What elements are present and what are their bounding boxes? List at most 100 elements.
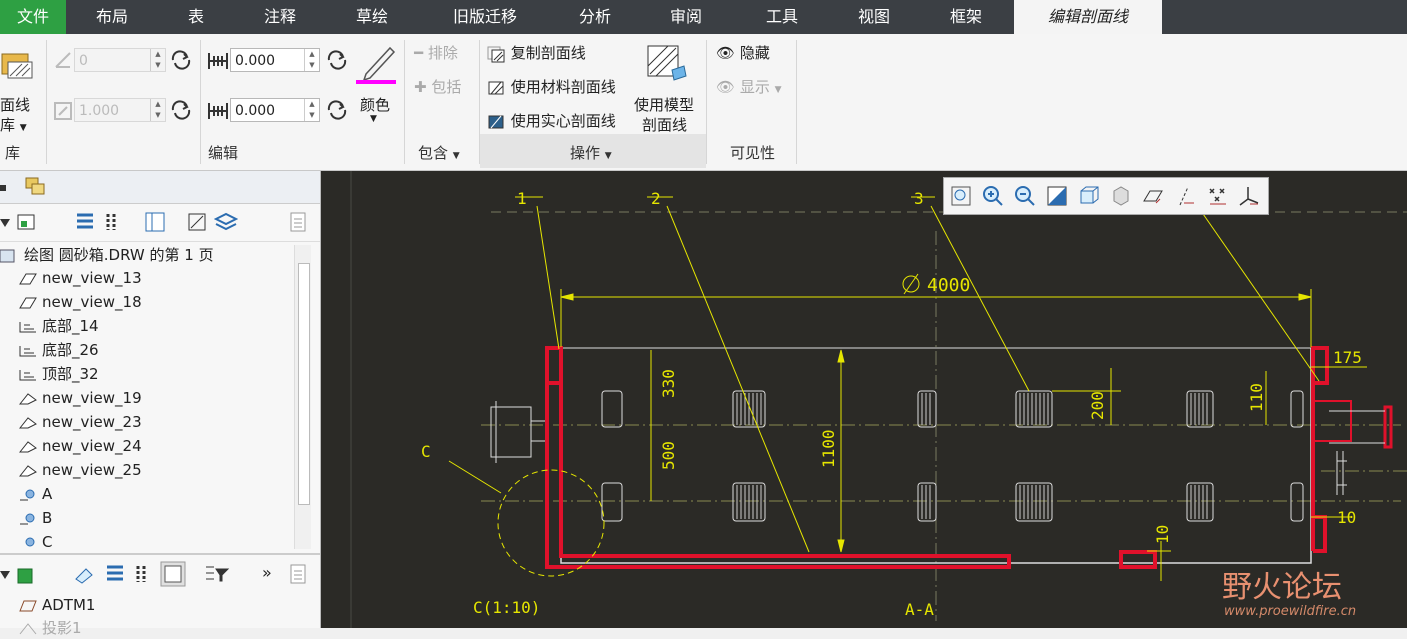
cube-icon[interactable]: [16, 565, 36, 585]
separator: [706, 40, 707, 164]
zoom-out-icon[interactable]: [1014, 185, 1036, 207]
column-icon[interactable]: [134, 563, 150, 585]
list-icon[interactable]: [74, 211, 96, 233]
tab-annotate[interactable]: 注释: [263, 7, 296, 26]
hatch-tool-icon[interactable]: [186, 211, 208, 233]
filter-icon[interactable]: [204, 563, 230, 585]
tree-item[interactable]: B: [18, 507, 52, 529]
splitter[interactable]: [0, 553, 320, 555]
eraser-icon[interactable]: [72, 565, 96, 585]
datum-axis-display-icon[interactable]: [1174, 185, 1196, 207]
settings-doc-icon[interactable]: [288, 211, 308, 233]
show-tree-icon[interactable]: [16, 213, 38, 233]
tab-view[interactable]: 视图: [857, 7, 890, 26]
detail-icon: [18, 392, 37, 404]
tab-table[interactable]: 表: [187, 7, 204, 26]
tree-root[interactable]: 绘图 圆砂箱.DRW 的第 1 页: [0, 244, 214, 266]
csys-display-icon[interactable]: [1238, 185, 1260, 207]
tab-analysis[interactable]: 分析: [578, 7, 611, 26]
detail-scale: C(1:10): [473, 598, 540, 617]
tab-layout[interactable]: 布局: [95, 7, 128, 26]
scale-input[interactable]: 1.000▲▼: [74, 98, 166, 122]
tree-item[interactable]: 底部_26: [18, 339, 99, 361]
use-material-hatching-button[interactable]: 使用材料剖面线: [486, 76, 616, 97]
layer-properties-icon[interactable]: [160, 561, 186, 587]
drawing-canvas[interactable]: 1 2 3 4000 175 330 500 1100 200 110 10 1…: [321, 171, 1407, 628]
spacing-input-2[interactable]: 0.000▲▼: [230, 98, 320, 122]
group-label-visibility: 可见性: [730, 144, 776, 162]
xsec-icon: [20, 513, 35, 524]
tree-list: new_view_13 new_view_18 底部_14 底部_26 顶部_3…: [0, 267, 296, 547]
tree-item[interactable]: A: [18, 483, 52, 505]
use-solid-hatching-button[interactable]: 使用实心剖面线: [486, 110, 616, 131]
tree-item[interactable]: C: [18, 531, 52, 547]
column-icon[interactable]: [104, 211, 120, 233]
rotate-icon[interactable]: [326, 50, 348, 70]
angle-input[interactable]: 0▲▼: [74, 48, 166, 72]
spacing-input-1[interactable]: 0.000▲▼: [230, 48, 320, 72]
tree-item[interactable]: new_view_23: [18, 411, 142, 433]
angle-icon: [55, 52, 71, 68]
hide-button[interactable]: 👁 隐藏: [716, 44, 770, 62]
zoom-in-icon[interactable]: [982, 185, 1004, 207]
tab-file[interactable]: 文件: [0, 0, 66, 34]
rotate-icon[interactable]: [326, 100, 348, 120]
layer-item[interactable]: 投影1: [18, 617, 82, 639]
repaint-icon[interactable]: [1046, 185, 1068, 207]
more-icon[interactable]: »: [262, 563, 272, 582]
group-label-operations[interactable]: 操作 ▼: [570, 144, 612, 162]
tree-tab-icon[interactable]: [0, 177, 14, 197]
tree-item[interactable]: new_view_19: [18, 387, 142, 409]
layer-item[interactable]: ADTM1: [18, 594, 95, 616]
hatch-library-button[interactable]: 面线 库 ▼: [0, 38, 42, 134]
scrollbar-thumb[interactable]: [298, 263, 310, 505]
dim-diameter: 4000: [927, 275, 970, 296]
separator: [796, 40, 797, 164]
include-button[interactable]: ✚ 包括: [414, 78, 462, 96]
exclude-button[interactable]: ━ 排除: [414, 44, 458, 62]
show-button[interactable]: 👁 显示 ▼: [716, 78, 782, 96]
tab-review[interactable]: 审阅: [669, 7, 702, 26]
model-tree-panel: 绘图 圆砂箱.DRW 的第 1 页 new_view_13 new_view_1…: [0, 171, 321, 637]
tab-edit-hatching[interactable]: 编辑剖面线: [1014, 0, 1162, 34]
tree-item[interactable]: 底部_14: [18, 315, 99, 337]
tree-item[interactable]: new_view_25: [18, 459, 142, 481]
zoom-fit-icon[interactable]: [950, 185, 972, 207]
tree-scrollbar[interactable]: [294, 245, 311, 549]
settings-doc-icon[interactable]: [288, 563, 308, 585]
detail-icon: [18, 464, 37, 476]
datum-plane-display-icon[interactable]: [1142, 185, 1164, 207]
tab-frame[interactable]: 框架: [949, 7, 982, 26]
color-label: 颜色: [360, 96, 391, 114]
copy-hatching-button[interactable]: 复制剖面线: [486, 42, 586, 63]
layers-tab-icon[interactable]: [24, 176, 50, 198]
list-icon[interactable]: [104, 563, 126, 585]
group-label-include[interactable]: 包含 ▼: [418, 144, 460, 162]
tree-item[interactable]: new_view_13: [18, 267, 142, 289]
layer-stack-icon[interactable]: [214, 211, 238, 233]
tab-sketch[interactable]: 草绘: [355, 7, 388, 26]
detail-icon: [18, 416, 37, 428]
use-model-hatching-button[interactable]: 使用模型 剖面线: [632, 38, 702, 134]
tree-item[interactable]: new_view_24: [18, 435, 142, 457]
dim-500: 500: [659, 441, 678, 470]
section-icon: [19, 369, 36, 380]
datum-point-display-icon[interactable]: [1206, 185, 1228, 207]
view-icon: [19, 273, 37, 284]
layer-toolbar: »: [0, 557, 320, 593]
tree-item[interactable]: new_view_18: [18, 291, 142, 313]
tab-tools[interactable]: 工具: [765, 7, 798, 26]
openings: [601, 390, 1304, 522]
rotate-icon[interactable]: [170, 50, 192, 70]
columns-settings-icon[interactable]: [144, 211, 166, 233]
expand-icon[interactable]: [0, 217, 12, 231]
rotate-icon[interactable]: [170, 100, 192, 120]
watermark-url: www.proewildfire.cn: [1224, 604, 1357, 619]
color-button[interactable]: 颜色 ▼: [354, 38, 400, 134]
saved-views-icon[interactable]: [1110, 185, 1132, 207]
tab-legacy-migration[interactable]: 旧版迁移: [452, 7, 517, 26]
expand-icon[interactable]: [0, 569, 12, 583]
spacing-icon: [208, 53, 228, 69]
display-style-icon[interactable]: [1078, 185, 1100, 207]
tree-item[interactable]: 顶部_32: [18, 363, 99, 385]
